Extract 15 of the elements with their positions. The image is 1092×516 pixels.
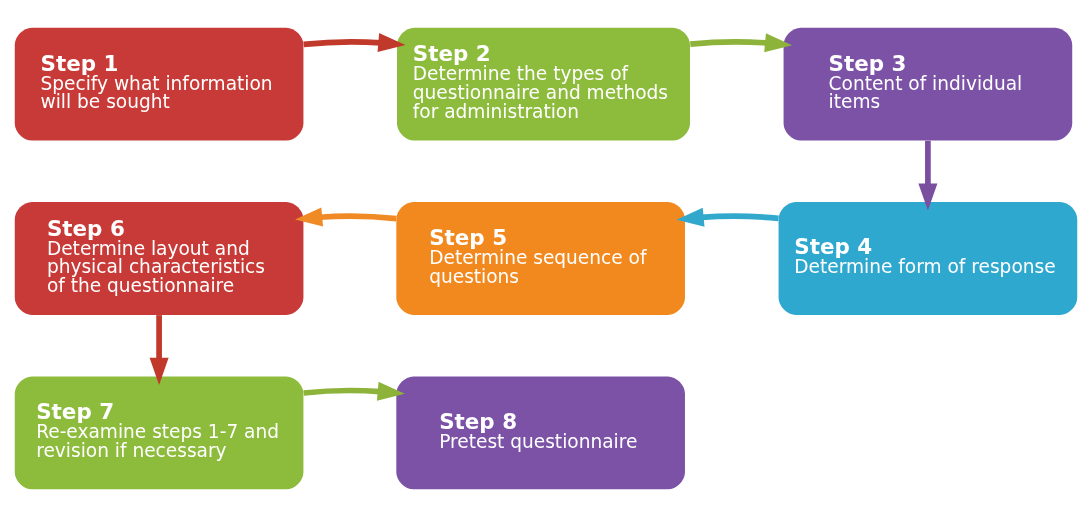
arrow — [303, 32, 406, 52]
node-box: Step 2 Determine the types of questionnaire and methods for administration — [397, 27, 690, 141]
arrow — [676, 207, 779, 227]
arrow — [149, 314, 169, 385]
arrow — [918, 140, 938, 211]
node-box: Step 3 Content of individual items — [783, 27, 1073, 141]
arrow — [295, 207, 397, 226]
node-box: Step 7 Re-examine steps 1-7 and revision if necessary — [14, 375, 304, 489]
arrow — [303, 381, 405, 401]
node-box: Step 6 Determine layout and physical characteristics of the questionnaire — [14, 201, 304, 315]
node-box: Step 5 Determine sequence of questions — [396, 201, 685, 315]
node-box: Step 4 Determine form of response — [778, 201, 1078, 315]
node-box: Step 8 Pretest questionnaire — [396, 375, 685, 489]
node-box: Step 1 Specify what information will be sought — [14, 27, 304, 141]
arrow — [690, 32, 793, 52]
